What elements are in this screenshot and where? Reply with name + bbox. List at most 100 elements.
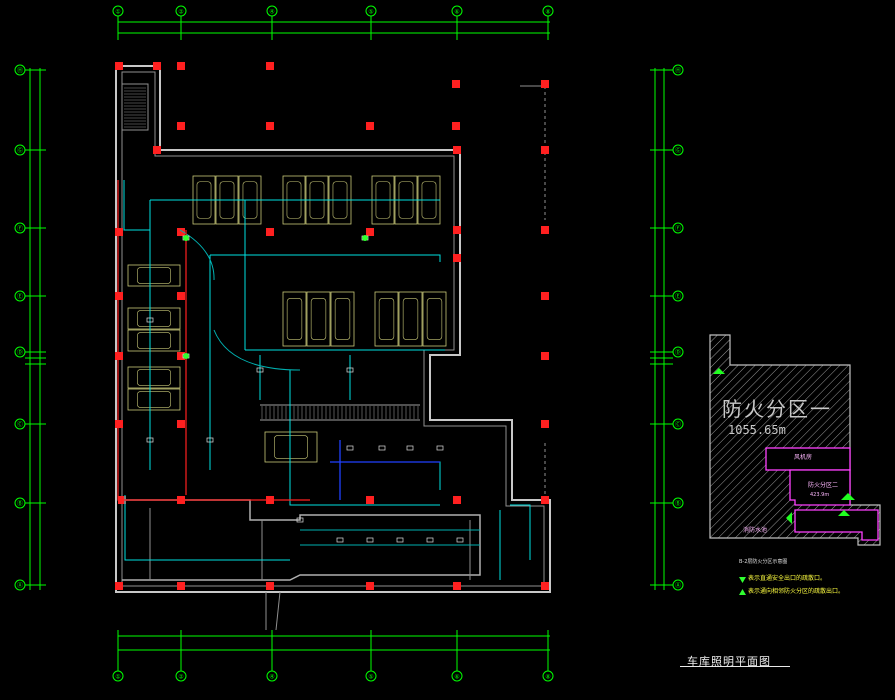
right-axis-bubble-text: Ⓕ [675, 225, 681, 233]
column-marker [541, 582, 549, 590]
column-marker [177, 122, 185, 130]
left-axis-bubble-text: Ⓕ [17, 225, 23, 233]
parking-bay-car [274, 435, 308, 459]
parking-bay-car [334, 298, 351, 340]
parking-bay-car [286, 298, 303, 340]
lighting-wiring [123, 180, 531, 580]
light-fixture [146, 437, 154, 443]
light-fixture [206, 437, 214, 443]
parking-bay [127, 329, 181, 352]
light-fixture [378, 445, 386, 451]
left-axis-bubble-text: Ⓗ [17, 67, 23, 75]
top-axis-bubble-text: ⑤ [368, 9, 373, 16]
column-marker [115, 582, 123, 590]
parking-bay [374, 291, 399, 347]
light-fixture [436, 445, 444, 451]
parking-bay [127, 307, 181, 330]
column-marker [366, 496, 374, 504]
right-axis-bubble-text: Ⓗ [675, 67, 681, 75]
parking-bay-car [137, 267, 171, 284]
fire-zone-4-label: 消防水池 [743, 527, 768, 534]
parking-bay-car [137, 391, 171, 408]
column-marker [177, 582, 185, 590]
column-marker [541, 80, 549, 88]
legend-exit-adjacent: 表示通向相邻防火分区的疏散出口。 [748, 588, 845, 595]
parking-bay [127, 366, 181, 389]
parking-bay-car [310, 298, 327, 340]
right-axis-bubble-text: Ⓖ [675, 147, 681, 155]
light-fixture [456, 537, 464, 543]
column-marker [153, 146, 161, 154]
light-fixtures [146, 235, 464, 543]
light-fixture [426, 537, 434, 543]
fire-zone-2-label: 风机房 [794, 454, 813, 461]
structural-columns [115, 62, 549, 590]
drawing-title: 车库照明平面图 [687, 655, 771, 668]
column-marker [541, 226, 549, 234]
bottom-axis-bubble-text: ① [115, 674, 120, 681]
right-axis-grid [654, 68, 665, 590]
top-axis-bubble-text: ⑥ [454, 9, 459, 16]
right-axis-bubble-text: Ⓑ [675, 500, 681, 508]
parking-bay-car [137, 310, 171, 327]
top-axis-bubble-text: ④ [269, 9, 274, 16]
light-fixture [396, 537, 404, 543]
bottom-axis-bubble-text: ④ [269, 674, 274, 681]
column-marker [153, 62, 161, 70]
column-marker [452, 80, 460, 88]
column-marker [266, 228, 274, 236]
parking-bay-car [137, 332, 171, 349]
parking-bay [306, 291, 331, 347]
bottom-axis-grid [118, 635, 550, 651]
light-fixture [366, 537, 374, 543]
bottom-axis-bubble-text: ⑧ [545, 674, 550, 681]
column-marker [115, 62, 123, 70]
right-axis-bubble-text: Ⓒ [675, 421, 681, 429]
left-axis-bubble-text: Ⓖ [17, 147, 23, 155]
light-fixture [406, 445, 414, 451]
column-marker [541, 496, 549, 504]
exit-sign-icon [183, 353, 189, 359]
legend-exit-direct: 表示直通安全出口的疏散口。 [748, 575, 827, 582]
main-feeder-blue [330, 440, 440, 500]
column-marker [541, 420, 549, 428]
light-fixture [256, 367, 264, 373]
column-marker [115, 228, 123, 236]
column-marker [453, 226, 461, 234]
left-axis-bubble-text: Ⓓ [17, 349, 23, 357]
column-marker [453, 146, 461, 154]
left-axis-grid [29, 68, 41, 590]
top-axis-grid [118, 21, 550, 34]
parking-bay [127, 264, 181, 287]
left-axis-bubble-text: Ⓒ [17, 421, 23, 429]
exit-sign-icon [183, 235, 189, 241]
top-axis-bubble-text: ① [115, 9, 120, 16]
bottom-axis-bubble-text: ② [178, 674, 184, 681]
left-axis-bubble-text: Ⓔ [17, 293, 23, 301]
stair-treads [124, 87, 146, 128]
exit-adjacent-icon [739, 589, 746, 595]
parking-bay-car [426, 298, 443, 340]
bottom-axis-bubble-text: ⑥ [454, 674, 459, 681]
parking-bay [264, 431, 318, 463]
right-axis-bubble-text: Ⓓ [675, 349, 681, 357]
fire-zone-1-area: 1055.65m [728, 423, 786, 437]
column-marker [266, 582, 274, 590]
top-axis-bubble-text: ② [178, 9, 184, 16]
column-marker [366, 122, 374, 130]
parking-bay-car [137, 369, 171, 386]
fire-zone-3-label: 防火分区二 [808, 482, 839, 489]
column-marker [453, 254, 461, 262]
light-fixture [336, 537, 344, 543]
ramp-hatching [261, 406, 419, 419]
bottom-axis-bubble-text: ⑤ [368, 674, 373, 681]
light-fixture [296, 517, 304, 523]
column-marker [266, 62, 274, 70]
top-axis-bubble-text: ⑧ [545, 9, 550, 16]
parking-bay [127, 388, 181, 411]
fire-zone-caption: B-2层防火分区示意图 [739, 559, 788, 565]
column-marker [115, 292, 123, 300]
fire-zone-diagram [709, 334, 881, 546]
exit-sign-icon [362, 235, 368, 241]
